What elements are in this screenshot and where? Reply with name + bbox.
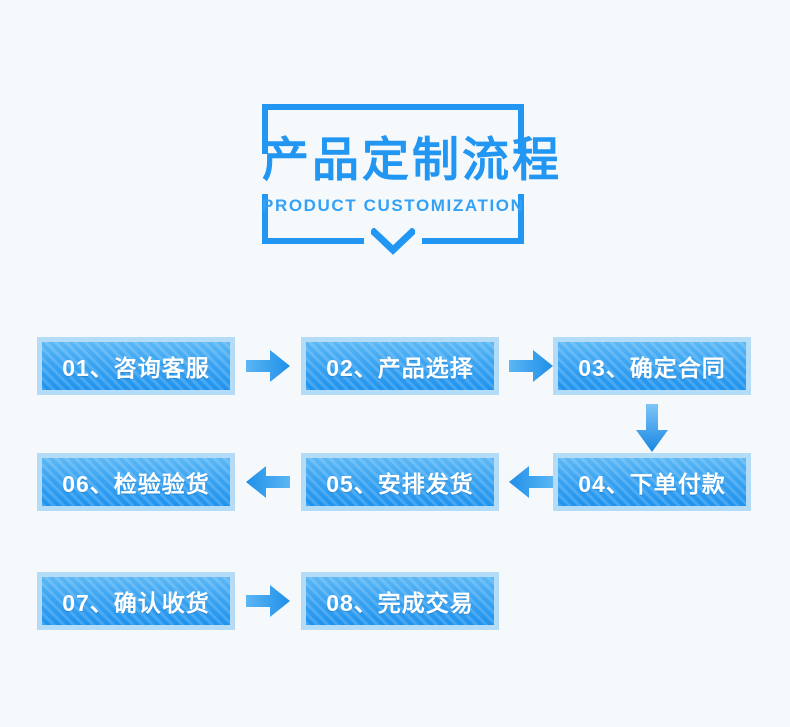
page-title: 产品定制流程	[262, 133, 562, 186]
frame-bottom-line-left	[318, 238, 364, 244]
arrow-left-05-06-icon	[246, 466, 290, 498]
chevron-down-icon	[371, 228, 415, 255]
corner-bracket-top-right	[456, 104, 524, 154]
arrow-right-01-02-icon	[246, 350, 290, 382]
arrow-right-07-08-icon	[246, 585, 290, 617]
flow-step-label: 03、确定合同	[578, 355, 726, 381]
frame-bottom-line-right	[422, 238, 468, 244]
header-frame: 产品定制流程 PRODUCT CUSTOMIZATION	[262, 104, 562, 255]
flow-step-07[interactable]: 07、确认收货	[37, 572, 235, 630]
flow-step-04[interactable]: 04、下单付款	[553, 453, 751, 511]
arrow-right-02-03-icon	[509, 350, 553, 382]
flow-step-label: 02、产品选择	[326, 355, 474, 381]
flow-step-label: 08、完成交易	[326, 590, 474, 616]
flow-step-label: 05、安排发货	[326, 471, 474, 497]
flow-step-01[interactable]: 01、咨询客服	[37, 337, 235, 395]
flow-step-label: 04、下单付款	[578, 471, 726, 497]
flow-step-08[interactable]: 08、完成交易	[301, 572, 499, 630]
corner-bracket-bottom-right	[456, 194, 524, 244]
flow-step-05[interactable]: 05、安排发货	[301, 453, 499, 511]
flow-step-02[interactable]: 02、产品选择	[301, 337, 499, 395]
page-subtitle: PRODUCT CUSTOMIZATION	[262, 196, 525, 215]
corner-bracket-bottom-left	[262, 194, 330, 244]
flow-step-03[interactable]: 03、确定合同	[553, 337, 751, 395]
arrow-left-04-05-icon	[509, 466, 553, 498]
flow-step-label: 06、检验验货	[62, 471, 210, 497]
flow-step-06[interactable]: 06、检验验货	[37, 453, 235, 511]
flow-step-label: 07、确认收货	[62, 590, 210, 616]
flow-step-label: 01、咨询客服	[62, 355, 210, 381]
corner-bracket-top-left	[262, 104, 330, 154]
arrow-down-03-04-icon	[636, 404, 668, 452]
frame-top-line	[318, 104, 468, 110]
